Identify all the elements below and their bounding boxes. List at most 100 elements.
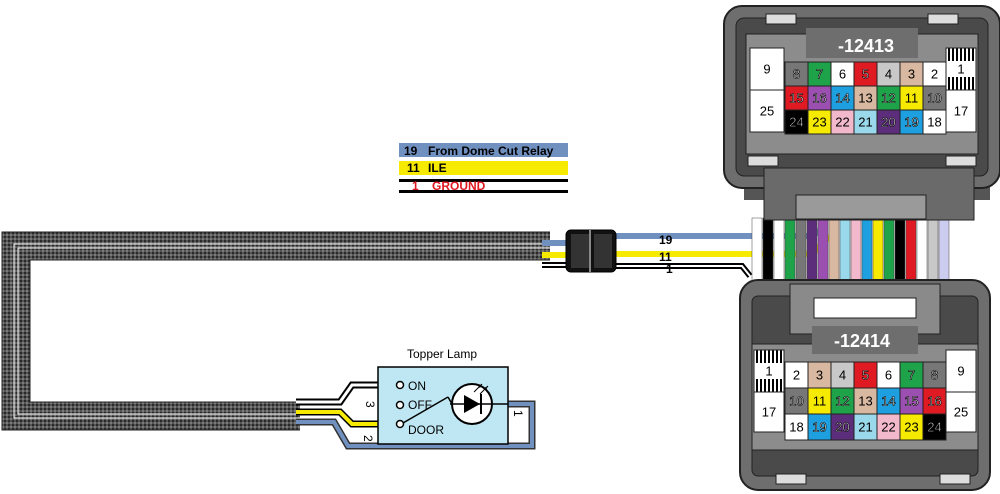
terminal-3-label: 3	[363, 401, 377, 408]
terminal-1-label: 1	[511, 410, 525, 417]
harness-wire	[850, 217, 862, 285]
pin-label: 16	[812, 91, 826, 106]
harness-wire	[905, 217, 917, 285]
harness-wire	[806, 217, 818, 285]
harness-wire	[927, 217, 939, 285]
harness-wire	[817, 217, 829, 285]
pin-label: 10	[789, 394, 803, 409]
pin-cell	[922, 413, 947, 441]
pin-label: 24	[789, 115, 803, 130]
pin-label: 20	[835, 420, 849, 435]
legend-1-label: GROUND	[432, 179, 486, 193]
harness-wire	[916, 217, 928, 285]
connector-12413-title: -12413	[838, 36, 894, 56]
pin-label: 3	[908, 67, 915, 82]
legend-19-label: From Dome Cut Relay	[428, 144, 554, 158]
harness-wire	[883, 217, 895, 285]
pin-label: 4	[839, 368, 846, 383]
wire-11-label: 11	[659, 250, 672, 264]
wire-loom	[1, 231, 550, 431]
pin-cell	[945, 391, 977, 433]
harness-wire	[795, 217, 807, 285]
pin-label: 12	[881, 91, 895, 106]
pin-label: 5	[862, 67, 869, 82]
legend-blue-bar	[399, 143, 568, 157]
on-label: ON	[408, 379, 426, 393]
pin-label: 6	[885, 368, 892, 383]
pin-label: 13	[858, 394, 872, 409]
pin-label: 1	[957, 62, 964, 77]
pin-label: 4	[885, 67, 892, 82]
pin-label: 13	[858, 91, 872, 106]
pin-cell	[945, 89, 977, 133]
harness-wire	[784, 217, 796, 285]
pin-label: 24	[927, 420, 941, 435]
harness-wire	[751, 217, 763, 285]
legend-1-num: 1	[412, 179, 419, 193]
pin-label: 12	[835, 394, 849, 409]
pin-label: 23	[904, 420, 918, 435]
pin-label: 3	[816, 368, 823, 383]
harness-wire	[773, 217, 785, 285]
pin-label: 7	[816, 67, 823, 82]
led-lamp-icon	[450, 383, 494, 425]
pin-label: 8	[931, 368, 938, 383]
pin-label: 5	[862, 368, 869, 383]
wire-19-label: 19	[659, 233, 673, 247]
harness-wire	[894, 217, 906, 285]
harness-wire	[839, 217, 851, 285]
pin-label: 7	[908, 368, 915, 383]
wire-1-label: 1	[666, 262, 673, 276]
harness-wire	[861, 217, 873, 285]
door-contact	[395, 419, 405, 429]
pin-label: 2	[793, 368, 800, 383]
pin-label: 14	[881, 394, 895, 409]
connector-12414-title: -12414	[834, 331, 890, 351]
pin-label: 9	[763, 62, 770, 77]
harness-wire	[872, 217, 884, 285]
harness-wire	[762, 217, 774, 285]
pin-label: 19	[812, 420, 826, 435]
pin-label: 8	[793, 67, 800, 82]
wire-legend: 19 From Dome Cut Relay 11 ILE 1 GROUND	[399, 143, 568, 193]
pin-cell	[753, 391, 785, 433]
legend-11-num: 11	[407, 161, 420, 175]
pin-label: 23	[812, 115, 826, 130]
legend-11-label: ILE	[428, 161, 447, 175]
legend-19-num: 19	[404, 144, 418, 158]
pin-label: 16	[927, 394, 941, 409]
pin-label: 22	[835, 115, 849, 130]
pin-label: 25	[954, 405, 968, 420]
on-contact	[395, 380, 405, 390]
pin-label: 10	[927, 91, 941, 106]
pin-label: 14	[835, 91, 849, 106]
lamp-wires	[296, 381, 536, 450]
pin-label: 15	[904, 394, 918, 409]
pin-label: 6	[839, 67, 846, 82]
connector-harness	[751, 217, 950, 285]
off-contact	[395, 400, 405, 410]
pin-label: 22	[881, 420, 895, 435]
pin-label: 21	[858, 115, 872, 130]
pin-label: 25	[760, 104, 774, 119]
pin-cell	[749, 47, 785, 91]
pin-label: 18	[927, 115, 941, 130]
pin-label: 15	[789, 91, 803, 106]
topper-lamp-title: Topper Lamp	[407, 347, 477, 361]
pin-label: 20	[881, 115, 895, 130]
pin-label: 11	[813, 394, 827, 409]
pin-label: 19	[904, 115, 918, 130]
legend-yellow-bar	[399, 161, 568, 175]
harness-wire	[828, 217, 840, 285]
terminal-2-label: 2	[361, 435, 375, 442]
pin-label: 2	[931, 67, 938, 82]
topper-lamp: Topper Lamp ON OFF DOOR 3 2 1	[361, 347, 525, 445]
inline-connector	[565, 229, 617, 273]
pin-label: 1	[765, 364, 772, 379]
pin-label: 11	[905, 91, 919, 106]
